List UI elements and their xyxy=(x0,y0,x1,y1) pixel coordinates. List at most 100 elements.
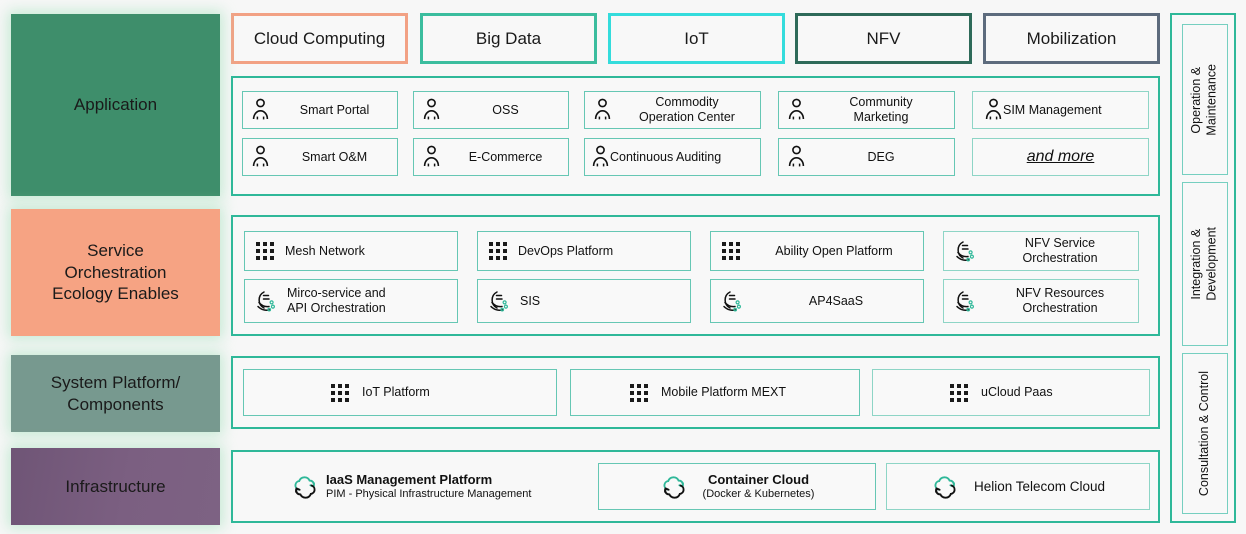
person-icon xyxy=(252,98,269,120)
app-tile-label: SIM Management xyxy=(1003,102,1102,117)
person-icon xyxy=(592,145,609,167)
layer-label-text: Application xyxy=(73,95,158,115)
app-tile-continuous-auditing[interactable]: Continuous Auditing xyxy=(584,138,761,176)
rail-item-consultation-control[interactable]: Consultation & Control xyxy=(1182,353,1228,514)
sys-tile-ucloud-paas[interactable]: uCloud Paas xyxy=(872,369,1150,416)
svc-tile-label: DevOps Platform xyxy=(518,243,614,258)
category-chip-label: IoT xyxy=(684,28,709,48)
category-chip-cloud-computing[interactable]: Cloud Computing xyxy=(231,13,408,64)
svc-tile-label: SIS xyxy=(520,293,541,308)
system-platform-panel: IoT Platform Mobile Platform MEXT uC xyxy=(231,356,1160,429)
infra-tile-label: Helion Telecom Cloud xyxy=(973,479,1106,494)
swirl-icon xyxy=(723,291,741,312)
app-tile-label: DEG xyxy=(867,149,895,164)
sys-tile-mobile-platform-mext[interactable]: Mobile Platform MEXT xyxy=(570,369,860,416)
person-icon xyxy=(252,145,269,167)
layer-label-service-orchestration: Service Orchestration Ecology Enables xyxy=(11,209,220,336)
rail-item-label: Operation & Maintenance xyxy=(1189,63,1219,136)
sys-tile-label: Mobile Platform MEXT xyxy=(661,385,787,400)
swirl-icon xyxy=(956,241,974,262)
svc-tile-label: AP4SaaS xyxy=(808,293,864,308)
svc-tile-mesh-network[interactable]: Mesh Network xyxy=(244,231,458,271)
app-tile-label: E-Commerce xyxy=(468,149,543,164)
svc-tile-nfv-resources-orchestration[interactable]: NFV Resources Orchestration xyxy=(943,279,1139,323)
service-orchestration-panel: Mesh Network DevOps Platform Ability xyxy=(231,215,1160,336)
grid-icon xyxy=(256,242,274,260)
person-icon xyxy=(788,145,805,167)
app-tile-label: and more xyxy=(1026,147,1095,165)
app-tile-community-marketing[interactable]: Community Marketing xyxy=(778,91,955,129)
app-tile-label: Commodity Operation Center xyxy=(639,95,735,124)
svc-tile-label: NFV Service Orchestration xyxy=(1022,236,1098,265)
infra-tile-helion-telecom-cloud[interactable]: Helion Telecom Cloud xyxy=(886,463,1150,510)
category-chip-label: NFV xyxy=(866,28,901,48)
app-tile-label: OSS xyxy=(492,102,519,117)
infra-tile-text: Container Cloud (Docker & Kubernetes) xyxy=(703,472,815,501)
infra-tile-text: IaaS Management Platform PIM - Physical … xyxy=(326,472,531,501)
grid-icon xyxy=(489,242,507,260)
app-tile-commodity-operation-center[interactable]: Commodity Operation Center xyxy=(584,91,761,129)
cloud-icon xyxy=(934,475,956,499)
app-tile-sim-management[interactable]: SIM Management xyxy=(972,91,1149,129)
sys-tile-iot-platform[interactable]: IoT Platform xyxy=(243,369,557,416)
app-tile-label: Continuous Auditing xyxy=(610,149,722,164)
svc-tile-label: Ability Open Platform xyxy=(775,243,893,258)
infra-tile-container-cloud[interactable]: Container Cloud (Docker & Kubernetes) xyxy=(598,463,876,510)
rail-item-label: Integration & Development xyxy=(1189,227,1219,301)
svc-tile-label: Mirco-service and API Orchestration xyxy=(287,286,386,315)
svc-tile-sis[interactable]: SIS xyxy=(477,279,691,323)
sys-tile-label: uCloud Paas xyxy=(981,385,1053,400)
rail-item-integration-development[interactable]: Integration & Development xyxy=(1182,182,1228,346)
person-icon xyxy=(594,98,611,120)
category-chip-big-data[interactable]: Big Data xyxy=(420,13,597,64)
svc-tile-devops-platform[interactable]: DevOps Platform xyxy=(477,231,691,271)
svc-tile-label: Mesh Network xyxy=(285,243,365,258)
category-chip-label: Cloud Computing xyxy=(253,28,386,48)
svc-tile-nfv-service-orchestration[interactable]: NFV Service Orchestration xyxy=(943,231,1139,271)
app-tile-smart-om[interactable]: Smart O&M xyxy=(242,138,398,176)
svc-tile-micro-service-api-orchestration[interactable]: Mirco-service and API Orchestration xyxy=(244,279,458,323)
layer-label-text: Infrastructure xyxy=(65,476,166,496)
app-tile-and-more[interactable]: and more xyxy=(972,138,1149,176)
person-icon xyxy=(423,98,440,120)
app-tile-label: Smart O&M xyxy=(301,149,368,164)
layer-label-system-platform: System Platform/ Components xyxy=(11,355,220,432)
svc-tile-ability-open-platform[interactable]: Ability Open Platform xyxy=(710,231,924,271)
app-tile-oss[interactable]: OSS xyxy=(413,91,569,129)
category-chip-label: Mobilization xyxy=(1026,28,1117,48)
layer-label-application: Application xyxy=(11,14,220,196)
swirl-icon xyxy=(490,291,508,312)
grid-icon xyxy=(722,242,740,260)
cloud-icon xyxy=(294,475,316,499)
swirl-icon xyxy=(257,291,275,312)
grid-icon xyxy=(630,383,648,402)
right-rail: Operation & Maintenance Integration & De… xyxy=(1170,13,1236,523)
swirl-icon xyxy=(956,291,974,312)
infra-tile-iaas-management-platform[interactable]: IaaS Management Platform PIM - Physical … xyxy=(283,463,603,510)
application-panel: Smart Portal OSS Commodity Operation Cen… xyxy=(231,76,1160,196)
person-icon xyxy=(985,98,1002,120)
infra-tile-sublabel: PIM - Physical Infrastructure Management xyxy=(326,487,532,500)
cloud-icon xyxy=(663,475,685,499)
rail-item-operation-maintenance[interactable]: Operation & Maintenance xyxy=(1182,24,1228,175)
rail-item-label: Consultation & Control xyxy=(1197,370,1212,497)
app-tile-label: Community Marketing xyxy=(849,95,913,124)
app-tile-deg[interactable]: DEG xyxy=(778,138,955,176)
infra-tile-label: Container Cloud xyxy=(707,472,810,488)
category-chip-iot[interactable]: IoT xyxy=(608,13,785,64)
infrastructure-panel: IaaS Management Platform PIM - Physical … xyxy=(231,450,1160,523)
app-tile-e-commerce[interactable]: E-Commerce xyxy=(413,138,569,176)
category-chip-mobilization[interactable]: Mobilization xyxy=(983,13,1160,64)
category-chip-nfv[interactable]: NFV xyxy=(795,13,972,64)
svc-tile-ap4saas[interactable]: AP4SaaS xyxy=(710,279,924,323)
app-tile-smart-portal[interactable]: Smart Portal xyxy=(242,91,398,129)
layer-label-infrastructure: Infrastructure xyxy=(11,448,220,525)
infra-tile-label: IaaS Management Platform xyxy=(326,472,493,488)
layer-label-text: Service Orchestration Ecology Enables xyxy=(52,240,179,304)
category-chip-label: Big Data xyxy=(475,28,542,48)
infra-tile-sublabel: (Docker & Kubernetes) xyxy=(702,487,815,500)
person-icon xyxy=(788,98,805,120)
app-tile-label: Smart Portal xyxy=(299,102,370,117)
svc-tile-label: NFV Resources Orchestration xyxy=(1015,286,1105,315)
